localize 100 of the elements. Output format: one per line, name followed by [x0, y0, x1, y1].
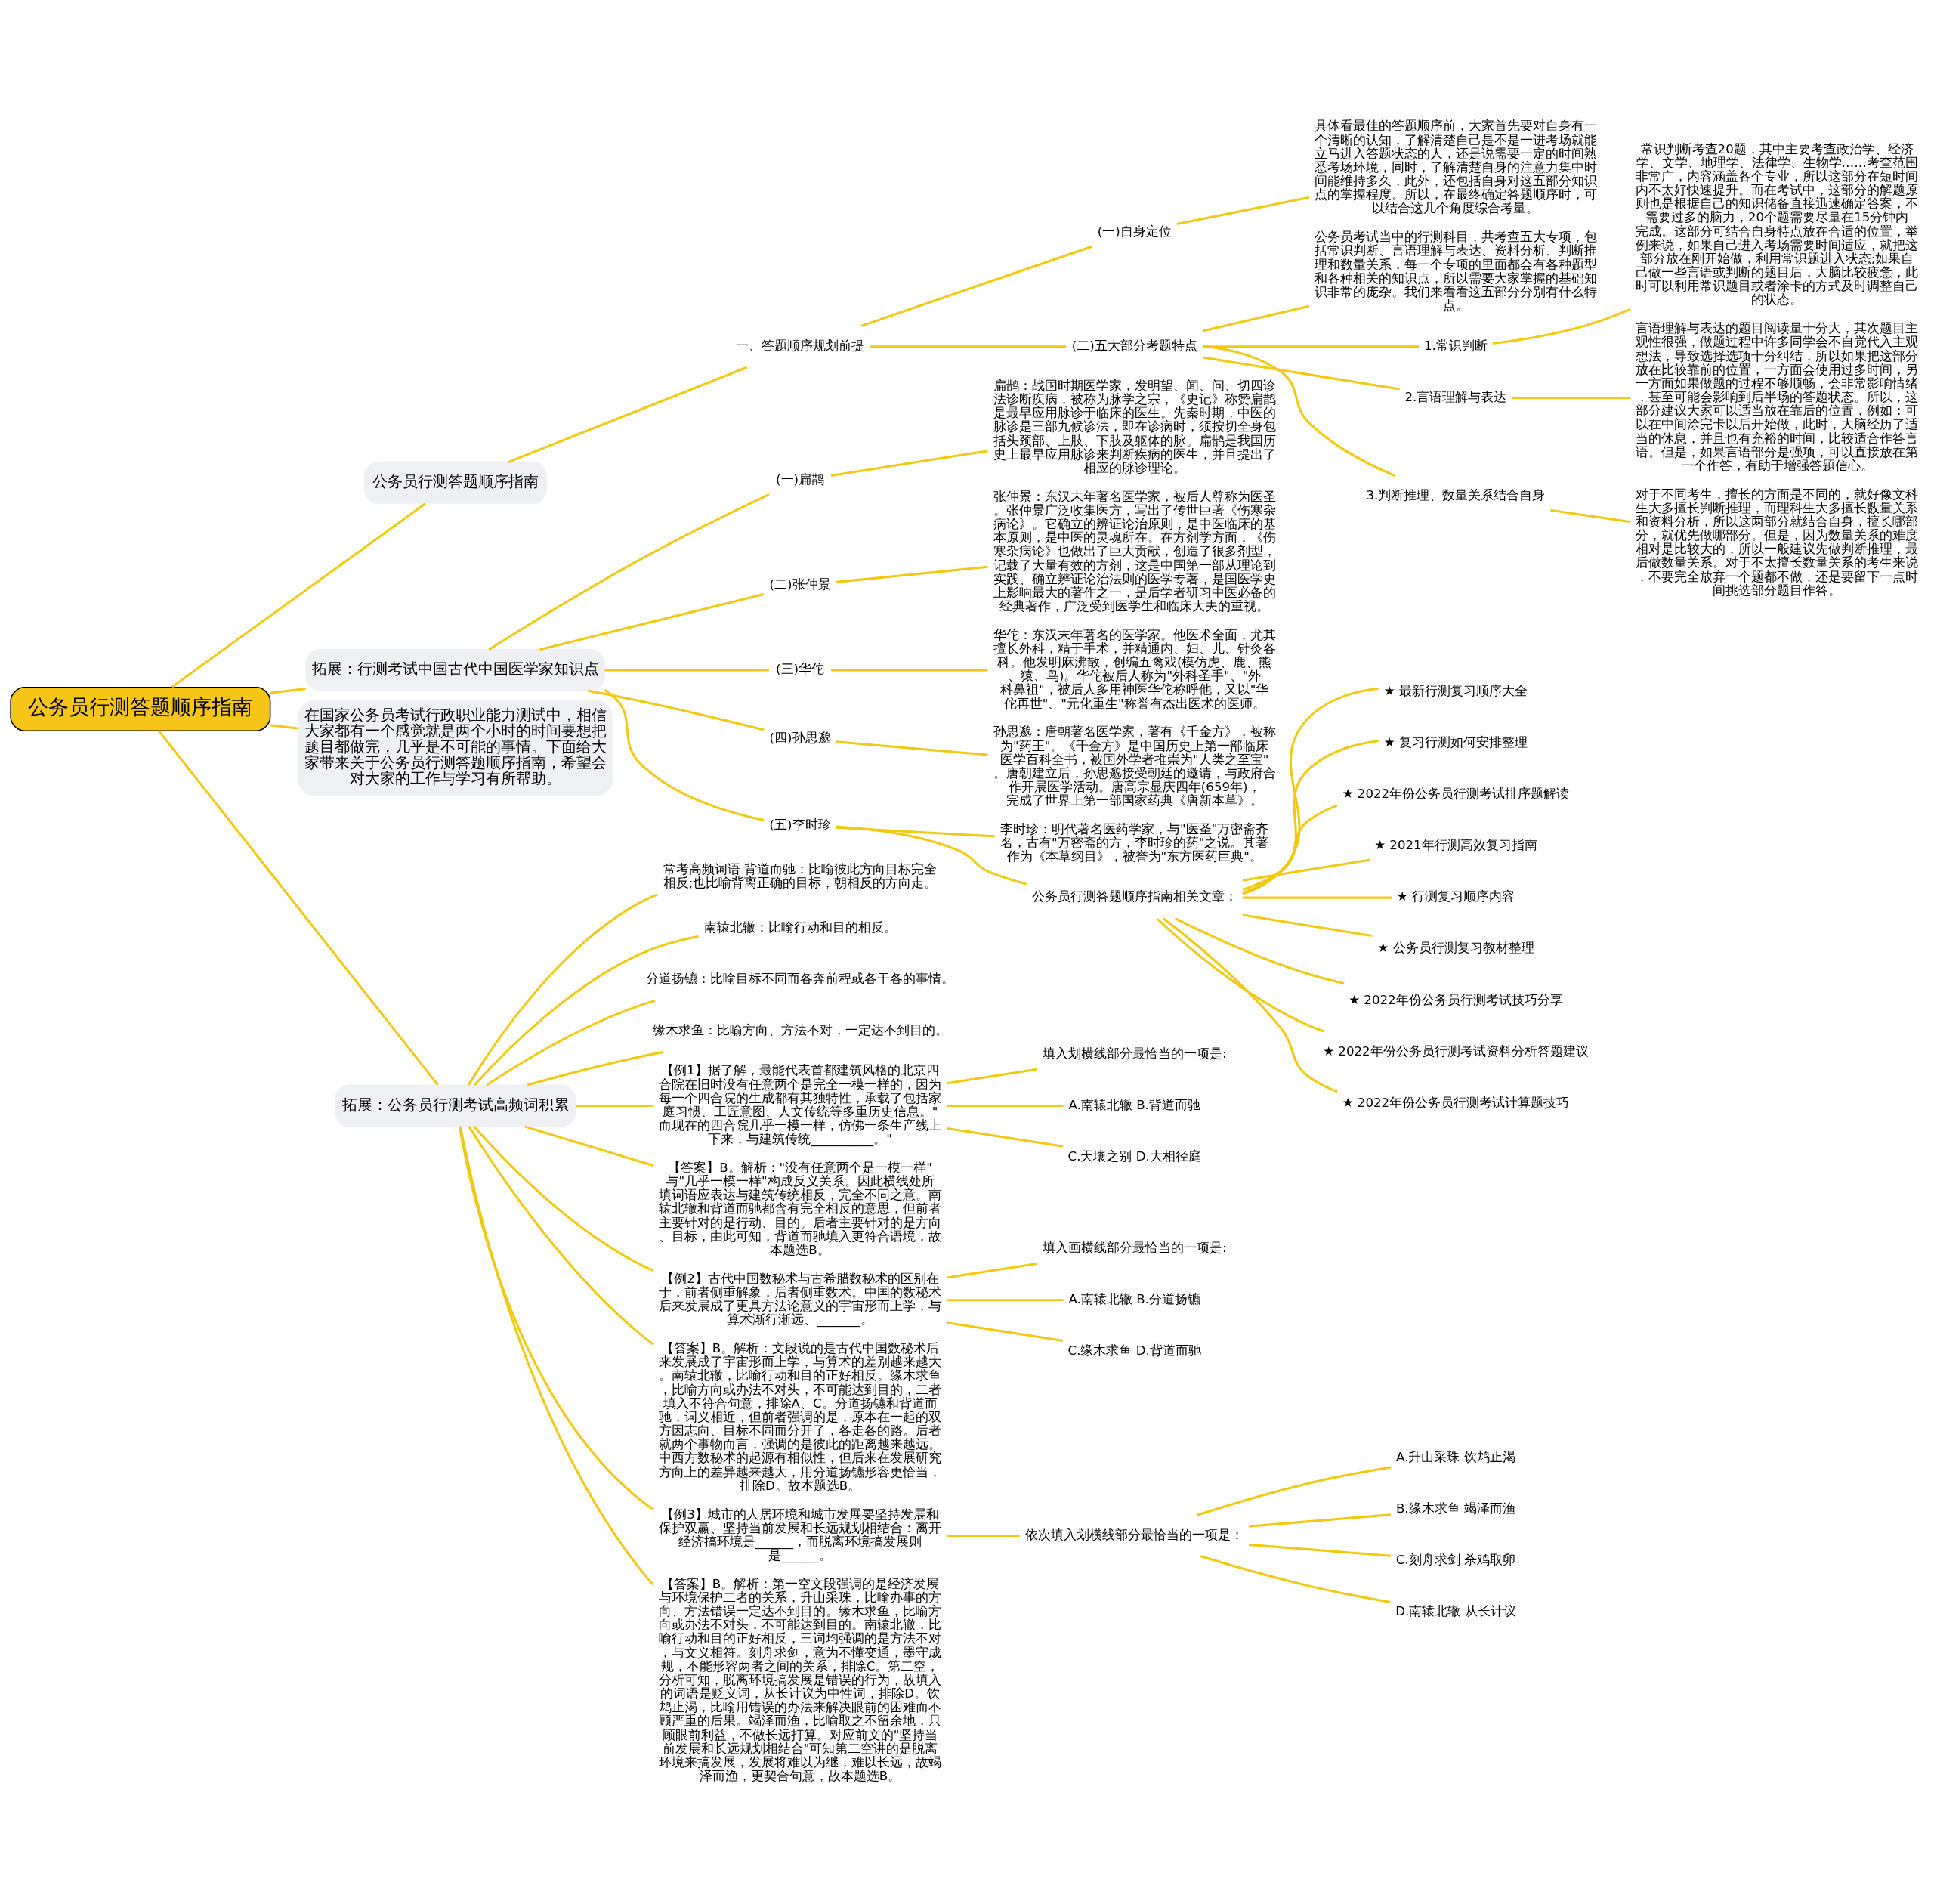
node-text: ★ 行测复习顺序内容 [1396, 889, 1515, 904]
node-text: ★ 2022年份公务员行测考试排序题解读 [1342, 787, 1570, 802]
node-text: 一、答题顺序规划前提 [736, 338, 865, 353]
node-text: (五)李时珍 [769, 818, 831, 833]
connector [171, 502, 426, 688]
connector [1243, 896, 1392, 899]
connector [830, 450, 988, 478]
connector [1242, 740, 1379, 894]
node-text: 华佗：东汉末年著名的医学家。他医术全面，尤其擅长外科，精于手术，并精通内、妇、儿、针灸各科。他发明麻沸散，创编五禽戏(模仿虎、鹿、熊、猿、鸟)。华佗被后人称为"外科圣手"、"外科鼻祖"，被后人多用神医华佗称呼他，又以"华佗再世"、"元化重生"称誉有杰出医术的医师。 [993, 627, 1276, 711]
connector [270, 687, 306, 694]
node-text: 填入画横线部分最恰当的一项是: [1042, 1240, 1227, 1255]
connector [1163, 917, 1338, 1093]
node-text: 【答案】B。解析："没有任意两个是一模一样"与"几乎一模一样"构成反义关系。因此横线处所填词语应表达与建筑传统相反，完全不同之意。南辕北辙和背道而驰都含有完全相反的意思，但前者主要针对的是行动、目的。后者主要针对的是方向、目标，由此可知，背道而驰填入更符合语境，故本题选B。 [659, 1161, 942, 1257]
connector [1492, 308, 1631, 345]
connector [1197, 1466, 1392, 1516]
node-box: 拓展：行测考试中国古代中国医学家知识点 [305, 648, 606, 691]
connector [1249, 1513, 1392, 1528]
node-text: C.缘木求鱼 D.背道而驰 [1067, 1343, 1201, 1358]
connector [1242, 687, 1379, 895]
node-text: 分道扬镳：比喻目标不同而各奔前程或各干各的事情。 [646, 972, 955, 987]
node-text: C.天壤之别 D.大相径庭 [1067, 1148, 1201, 1164]
node-box: 拓展：公务员行测考试高频词积累 [335, 1084, 576, 1127]
node-text: 【例2】古代中国数秘术与古希腊数秘术的区别在于，前者侧重解象，后者侧重数术。中国的数秘术后来发展成了更具方法论意义的宇宙形而上学，与算术渐行渐远、_______。 [659, 1271, 942, 1328]
connector [947, 1299, 1064, 1302]
node-text: A.南辕北辙 B.背道而驰 [1068, 1097, 1200, 1112]
connector [1156, 917, 1324, 1033]
node-text: ★ 2022年份公务员行测考试计算题技巧 [1342, 1095, 1570, 1110]
node-text: B.缘木求鱼 竭泽而渔 [1395, 1501, 1515, 1516]
node-box: 公务员行测答题顺序指南 [10, 686, 271, 731]
connector [467, 893, 658, 1086]
connector [459, 1126, 655, 1586]
node-text: 填入划横线部分最恰当的一项是: [1042, 1046, 1227, 1061]
node-text: 3.判断推理、数量关系结合自身 [1366, 488, 1546, 503]
connector [488, 493, 770, 651]
connector [270, 724, 299, 730]
connector [870, 345, 1067, 348]
connector [539, 593, 765, 651]
node-text: 南辕北辙：比喻行动和目的相反。 [703, 920, 897, 935]
node-text: 常考高频词语 背道而驰：比喻彼此方向目标完全相反;也比喻背离正确的目标，朝相反的方向走。 [663, 862, 938, 891]
connector [508, 366, 748, 463]
node-text: 1.常识判断 [1423, 338, 1488, 353]
node-text: 【答案】B。解析：第一空文段强调的是经济发展与环境保护二者的关系，升山采珠，比喻办事的方向、方法错误一定达不到目的。缘木求鱼，比喻方向或办法不对头，不可能达到目的。南辕北辙，比喻行动和目的正好相反，三词均强调的是方法不对，与文义相符。刻舟求剑，意为不懂变通，墨守成规，不能形容两者之间的关系，排除C。第二空，分析可知，脱离环境搞发展是错误的行为，故填入的词语是贬义词，从长计议为中性词，排除D。饮鸩止渴，比喻用错误的办法来解决眼前的困难而不顾严重的后果。竭泽而渔，比喻取之不留余地，只顾眼前利益，不做长远打算。对应前文的"坚持当前发展和长远规划相结合"可知第二空讲的是脱离环境来搞发展，发展将难以为继，难以长远，故竭泽而渔，更契合句意，故本题选B。 [659, 1576, 942, 1784]
node-text: 孙思邈：唐朝著名医学家，著有《千金方》，被称为"药王"。《千金方》是中国历史上第一部临床医学百科全书，被国外学者推崇为"人类之至宝"。唐朝建立后，孙思邈接受朝廷的邀请，与政府合作开展医学活动。唐高宗显庆四年(659年)，完成了世界上第一部国家药典《唐新本草》。 [993, 725, 1276, 808]
node-text: D.南辕北辙 从长计议 [1395, 1604, 1516, 1619]
connector [524, 1125, 654, 1167]
node-text: 具体看最佳的答题顺序前，大家首先要对自身有一个清晰的认知，了解清楚自己是不是一进考场就能立马进入答题状态的人，还是说需要一定的时间熟悉考场环境，同时，了解清楚自身的注意力集中时间能维持多久，此外，还包括自身对这五部分知识点的掌握程度。所以，在最终确定答题顺序时，可以结合这几个角度综合考量。 [1314, 119, 1597, 216]
connector [1249, 1543, 1392, 1557]
node-text: 张仲景：东汉末年著名医学家，被后人尊称为医圣。张仲景广泛收集医方，写出了传世巨著《伤寒杂病论》。它确立的辨证论治原则，是中医临床的基本原则，是中医的灵魂所在。在方剂学方面，《伤寒杂病论》也做出了巨大贡献，创造了很多剂型，记载了大量有效的方剂，这是中国第一部从理论到实践、确立辨证论治法则的医学专著，是国医学史上影响最大的著作之一，是后学者研习中医必备的经典著作，广泛受到医学生和临床大夫的重视。 [993, 489, 1276, 614]
connector [1176, 196, 1310, 225]
node-text: A.升山采珠 饮鸩止渴 [1396, 1449, 1515, 1464]
connector [860, 245, 1092, 327]
node-text: (二)张仲景 [769, 577, 831, 592]
node-text: 扁鹊：战国时期医学家，发明望、闻、问、切四诊法诊断疾病，被称为脉学之宗，《史记》称赞扁鹊是最早应用脉诊于临床的医生。先秦时期，中医的脉诊是三部九候诊法，即在诊病时，须按切全身包括头颈部、上肢、下肢及躯体的脉。扁鹊是我国历史上最早应用脉诊来判断疾病的医生，并且提出了相应的脉诊理论。 [993, 378, 1276, 475]
node-text: 言语理解与表达的题目阅读量十分大，其次题目主观性很强，做题过程中许多同学会不自觉代入主观想法，导致选择选项十分纠结，所以如果把这部分放在比较靠前的位置，一方面会使用过多时间，另一方面如果做题的过程不够顺畅，会非常影响情绪，甚至可能会影响到后半场的答题状态。所以，这部分建议大家可以适当放在靠后的位置，例如：可以在中间涂完卡以后开始做，此时，大脑经历了适当的休息，并且也有充裕的时间，比较适合作答言语。但是，如果言语部分是强项，可以直接放在第一个作答，有助于增强答题信心。 [1636, 321, 1919, 473]
connector [836, 740, 988, 756]
connector [1200, 1555, 1391, 1603]
connector [474, 935, 699, 1086]
node-text: ★ 2021年行测高效复习指南 [1374, 838, 1537, 853]
connector [459, 1126, 654, 1510]
connector [1242, 913, 1373, 938]
node-text: 【例1】据了解，最能代表首都建筑风格的北京四合院在旧时没有任意两个是完全一模一样的，因为每一个四合院的生成都有其独特性，承载了包括家庭习惯、工匠意图、人文传统等多重历史信息。"而现在的四合院几乎一模一样，仿佛一条生产线上下来，与建筑传统__________。" [659, 1063, 942, 1147]
node-text: 李时珍：明代著名医药学家，与"医圣"万密斋齐名，古有"万密斋的方，李时珍的药"之说。其著作为《本草纲目》，被誉为"东方医药巨典"。 [1000, 822, 1269, 864]
node-text: (一)扁鹊 [776, 472, 825, 487]
connector [527, 1051, 664, 1086]
node-text: (二)五大部分考题特点 [1071, 338, 1197, 353]
connector [604, 669, 769, 672]
connector [1550, 508, 1631, 524]
connector [836, 826, 995, 838]
node-text: ★ 最新行测复习顺序大全 [1383, 683, 1528, 698]
connector [947, 1262, 1037, 1279]
node-text: ★ 2022年份公务员行测考试技巧分享 [1349, 992, 1563, 1007]
node-box: 在国家公务员考试行政职业能力测试中，相信大家都有一个感觉就是两个小时的时间要想把题目都做完，几乎是不可能的事情。下面给大家带来关于公务员行测答题顺序指南，希望会对大家的工作与学习有所帮助。 [298, 700, 613, 796]
node-text: 2.言语理解与表达 [1404, 390, 1507, 405]
connector [576, 1105, 654, 1108]
connector [486, 999, 656, 1086]
connector [947, 1127, 1064, 1148]
node-text: (四)孙思邈 [769, 731, 831, 746]
connector [1512, 397, 1631, 400]
node-text: ★ 复习行测如何安排整理 [1383, 735, 1528, 750]
connector [604, 689, 765, 821]
node-text: ★ 公务员行测复习教材整理 [1377, 941, 1534, 956]
connector [836, 825, 1027, 886]
connector [1202, 345, 1395, 478]
node-text: A.南辕北辙 B.分道扬镳 [1068, 1292, 1200, 1307]
node-box: 公务员行测答题顺序指南 [363, 461, 547, 504]
connector [947, 1105, 1064, 1108]
node-text: (三)华佗 [776, 662, 825, 677]
connector [158, 730, 439, 1086]
node-text: C.刻舟求剑 杀鸡取卵 [1395, 1553, 1516, 1568]
connector [588, 689, 765, 731]
node-text: (一)自身定位 [1097, 224, 1172, 239]
node-text: 【例3】城市的人居环境和城市发展要坚持发展和保护双赢、坚持当前发展和长远规划相结合：离开经济搞环境是______，而脱离环境搞发展则是______。 [659, 1507, 942, 1563]
node-text: 公务员考试当中的行测科目，共考查五大专项，包括常识判断、言语理解与表达、资料分析、判断推理和数量关系，每一个专项的里面都会有各种题型和各种相关的知识点，所以需要大家掌握的基础知识非常的庞杂。我们来看看这五部分分别有什么特点。 [1314, 230, 1597, 313]
node-text: 依次填入划横线部分最恰当的一项是： [1025, 1527, 1244, 1542]
node-text: 常识判断考查20题，其中主要考查政治学、经济学、文学、地理学、法律学、生物学……考查范围非常广，内容涵盖各个专业，所以这部分在短时间内不太好快速提升。而在考试中，这部分的解题原则也是根据自己的知识储备直接迅速确定答案，不需要过多的脑力，20个题需要尽量在15分钟内完成。这部分可结合自身特点放在合适的位置，举例来说，如果自己进入考场需要时间适应，就把这部分放在刚开始做，利用常识题进入状态;如果自己做一些言语或判断的题目后，大脑比较疲惫，此时可以利用常识题目或者涂卡的方式及时调整自己的状态。 [1636, 141, 1919, 308]
connector [1242, 804, 1338, 891]
connector [1242, 858, 1370, 882]
connector [473, 1125, 654, 1272]
connector [947, 1321, 1064, 1342]
node-text: 缘木求鱼：比喻方向、方法不对，一定达不到目的。 [652, 1023, 948, 1038]
